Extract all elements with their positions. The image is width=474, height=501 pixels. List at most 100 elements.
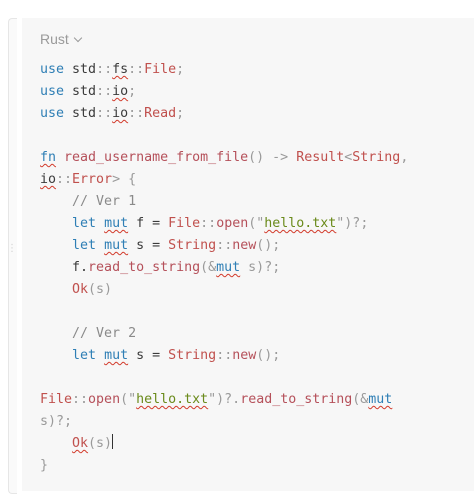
code-line: File::open("hello.txt")?.read_to_string(…	[40, 389, 464, 411]
code-token: File	[144, 62, 177, 77]
code-token: ::	[96, 62, 113, 77]
code-token	[40, 282, 72, 297]
code-token	[40, 238, 72, 253]
code-line: let mut s = String::new();	[40, 345, 464, 367]
code-token: (&	[200, 260, 217, 275]
code-token: f =	[128, 216, 169, 231]
code-block[interactable]: Rust use std::fs::File;use std::io;use s…	[22, 18, 474, 491]
code-token: mut	[104, 238, 129, 253]
code-token: io	[112, 106, 129, 121]
code-token: ();	[256, 238, 281, 253]
code-token: mut	[104, 348, 129, 363]
code-token: ;	[128, 84, 137, 99]
code-token: open	[88, 392, 121, 407]
code-token: s)?;	[240, 260, 281, 275]
code-token: ("	[120, 392, 137, 407]
code-token: ::	[128, 106, 145, 121]
code-token: ::	[216, 238, 233, 253]
code-token: mut	[104, 216, 129, 231]
code-token: // Ver 1	[72, 194, 137, 209]
code-token: fn	[40, 150, 57, 165]
code-token: new	[232, 348, 257, 363]
language-selector[interactable]: Rust	[40, 31, 83, 47]
language-label: Rust	[40, 31, 69, 47]
code-token: (&	[352, 392, 369, 407]
code-token: read_to_string	[240, 392, 353, 407]
code-token: read_to_string	[88, 260, 201, 275]
code-token: s)?;	[40, 414, 73, 429]
code-token: f.	[40, 260, 89, 275]
code-line: Ok(s)	[40, 433, 464, 455]
code-token	[96, 216, 104, 231]
code-token: }	[40, 458, 49, 473]
code-token: (s)	[88, 436, 113, 451]
code-token: ::	[200, 216, 217, 231]
code-token: File	[168, 216, 201, 231]
code-token: use	[40, 84, 65, 99]
code-token: Read	[144, 106, 177, 121]
code-line: use std::io;	[40, 81, 464, 103]
code-token: String	[168, 238, 217, 253]
code-token	[96, 238, 104, 253]
code-line: // Ver 2	[40, 323, 464, 345]
code-token: // Ver 2	[72, 326, 137, 341]
code-token: fs	[112, 62, 129, 77]
code-token: Ok	[72, 282, 89, 297]
code-token: File	[40, 392, 73, 407]
code-line: use std::fs::File;	[40, 59, 464, 81]
code-token: io	[40, 172, 57, 187]
code-token: use	[40, 106, 65, 121]
code-token: Error	[72, 172, 113, 187]
code-token: std	[64, 62, 97, 77]
code-token	[40, 348, 72, 363]
code-token: mut	[368, 392, 393, 407]
chevron-down-icon	[73, 33, 83, 42]
code-token: ::	[72, 392, 89, 407]
code-token: let	[72, 238, 97, 253]
code-token: Result	[296, 150, 345, 165]
code-line: // Ver 1	[40, 191, 464, 213]
code-token	[40, 216, 72, 231]
drag-handle-icon[interactable]: ⋮	[7, 243, 17, 254]
code-token: ")?;	[336, 216, 369, 231]
code-token: std	[64, 106, 97, 121]
code-token	[40, 436, 72, 451]
code-token: String	[352, 150, 401, 165]
code-token: let	[72, 348, 97, 363]
code-token: hello.txt	[264, 216, 337, 231]
code-token: String	[168, 348, 217, 363]
code-token: io	[112, 84, 129, 99]
code-token: ::	[96, 106, 113, 121]
code-editor[interactable]: use std::fs::File;use std::io;use std::i…	[40, 59, 464, 477]
code-token: ,	[400, 150, 409, 165]
code-line: ​	[40, 125, 464, 147]
code-token	[96, 348, 104, 363]
text-cursor	[112, 434, 114, 449]
code-token: ();	[256, 348, 281, 363]
block-gutter	[8, 18, 17, 494]
code-token: () ->	[248, 150, 297, 165]
code-line: io::Error> {	[40, 169, 464, 191]
code-token: s =	[128, 348, 169, 363]
code-token: new	[232, 238, 257, 253]
code-token: use	[40, 62, 65, 77]
code-token: ("	[248, 216, 265, 231]
code-token: open	[216, 216, 249, 231]
code-token: ::	[56, 172, 73, 187]
code-token: let	[72, 216, 97, 231]
code-token: ;	[176, 106, 185, 121]
code-token: s =	[128, 238, 169, 253]
code-token: hello.txt	[136, 392, 209, 407]
code-line: use std::io::Read;	[40, 103, 464, 125]
code-token: ::	[216, 348, 233, 363]
code-line: ​	[40, 367, 464, 389]
code-line: let mut s = String::new();	[40, 235, 464, 257]
code-token: ;	[176, 62, 185, 77]
code-line: f.read_to_string(&mut s)?;	[40, 257, 464, 279]
code-token: ")?.	[208, 392, 241, 407]
code-token: <	[344, 150, 353, 165]
code-token	[40, 326, 72, 341]
code-token: read_username_from_file	[64, 150, 249, 165]
code-token: mut	[216, 260, 241, 275]
code-line: }	[40, 455, 464, 477]
